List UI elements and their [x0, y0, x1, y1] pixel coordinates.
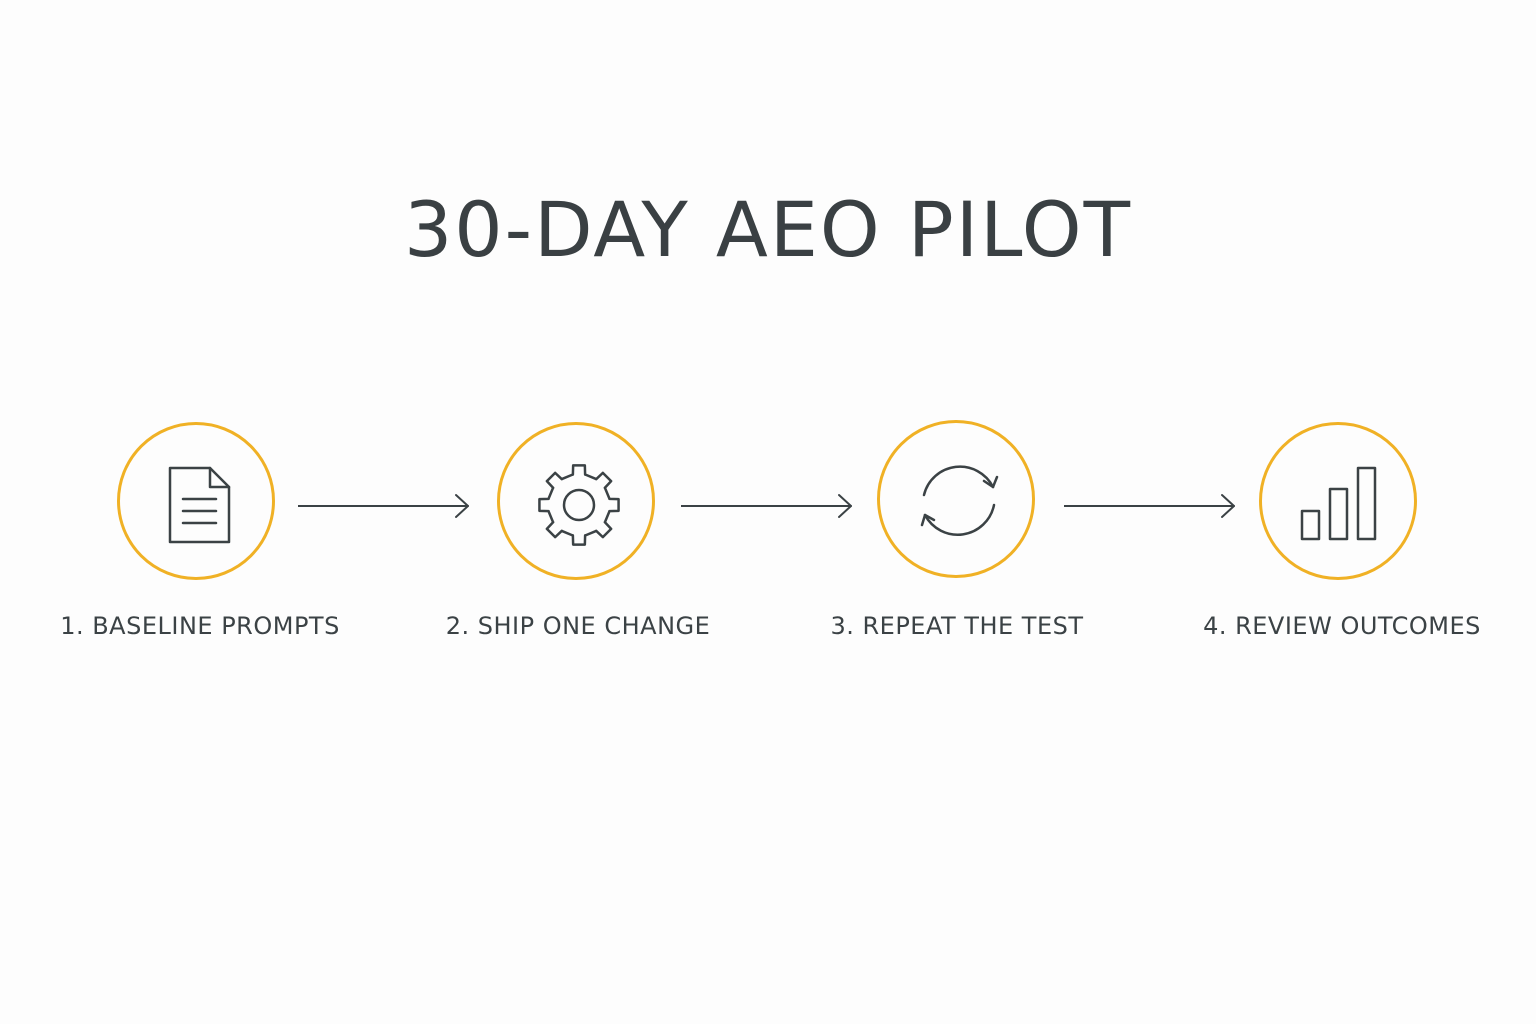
refresh-icon — [920, 465, 999, 536]
step-2-circle — [497, 422, 655, 580]
step-4-label: 4. REVIEW OUTCOMES — [1203, 612, 1481, 640]
step-1-label: 1. BASELINE PROMPTS — [60, 612, 340, 640]
gear-icon — [538, 464, 620, 546]
arrow-3-to-4 — [1064, 494, 1235, 518]
step-3-label: 3. REPEAT THE TEST — [830, 612, 1084, 640]
page-title: 30-DAY AEO PILOT — [403, 185, 1133, 274]
arrow-1-to-2 — [298, 494, 469, 518]
gear-outline — [538, 464, 620, 546]
arrow-2-to-3 — [681, 494, 852, 518]
step-1-circle — [117, 422, 275, 580]
bar-chart-icon — [1300, 466, 1377, 541]
document-icon — [168, 466, 231, 544]
step-3-circle — [877, 420, 1035, 578]
step-4-circle — [1259, 422, 1417, 580]
step-2-label: 2. SHIP ONE CHANGE — [445, 612, 711, 640]
